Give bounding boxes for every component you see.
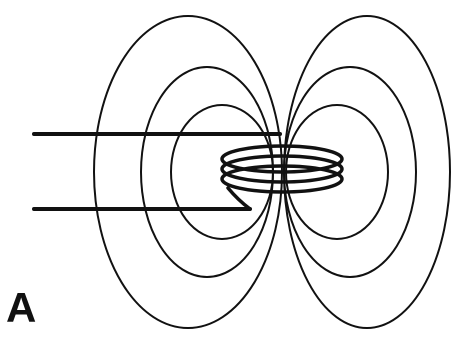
panel-label: A [6,287,36,329]
